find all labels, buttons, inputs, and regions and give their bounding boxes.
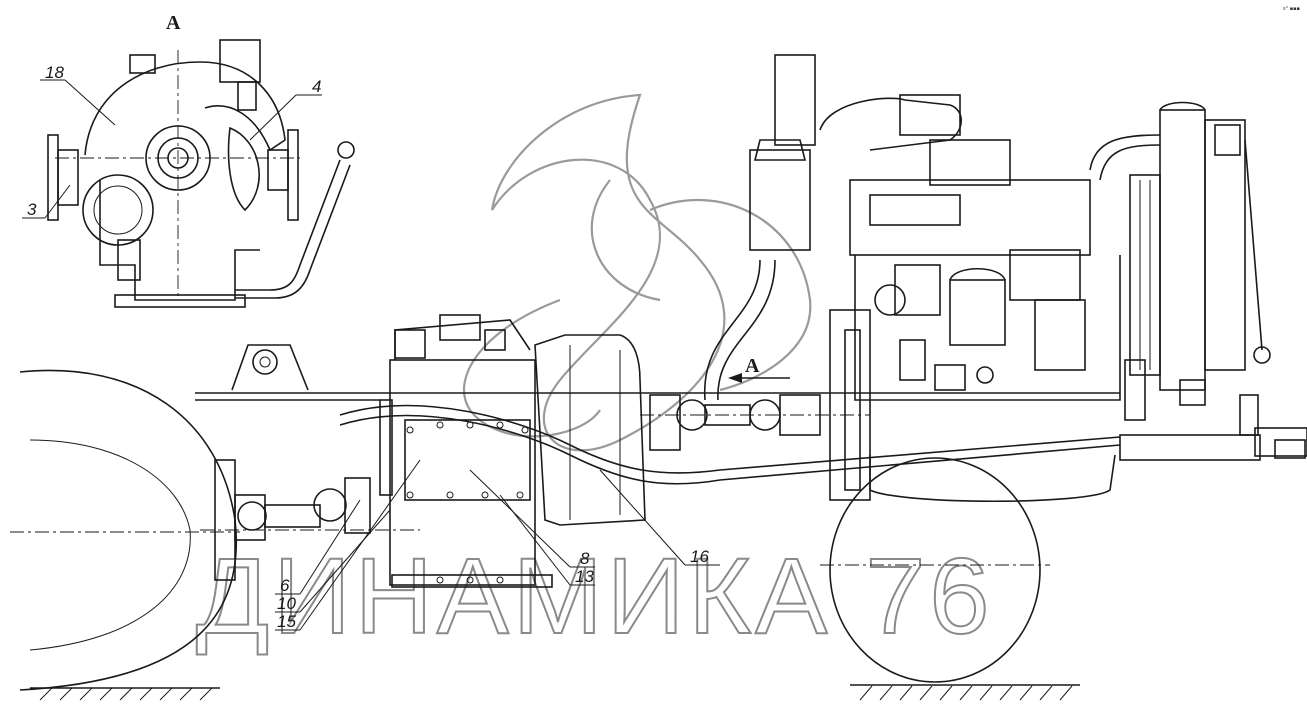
callout-10: 10 [277, 594, 296, 613]
lower-callouts: 6 10 15 8 13 16 [275, 459, 720, 631]
callout-16: 16 [690, 547, 709, 566]
callout-8: 8 [580, 549, 590, 568]
front-wheel [820, 457, 1080, 701]
arrow-a-label: A [745, 355, 760, 377]
callout-6: 6 [280, 576, 290, 595]
radiator [1089, 101, 1271, 436]
callout-3: 3 [27, 200, 37, 219]
pipes [339, 259, 1121, 485]
gearbox [379, 314, 646, 588]
drive-shaft [200, 459, 420, 581]
callout-15: 15 [277, 612, 296, 631]
engine [749, 54, 1121, 503]
chassis-frame [195, 344, 1307, 461]
cardan-shaft: A [640, 355, 870, 451]
corner-mark: s° ▪▪▪ [1283, 6, 1300, 12]
callout-4: 4 [312, 77, 321, 96]
watermark-logo [462, 93, 812, 452]
callout-18: 18 [45, 63, 64, 82]
watermark-text: ДИНАМИКА 76 [196, 535, 993, 656]
callout-13: 13 [575, 567, 594, 586]
view-a-label: A [166, 12, 181, 34]
view-a-drawing: A [22, 12, 355, 308]
